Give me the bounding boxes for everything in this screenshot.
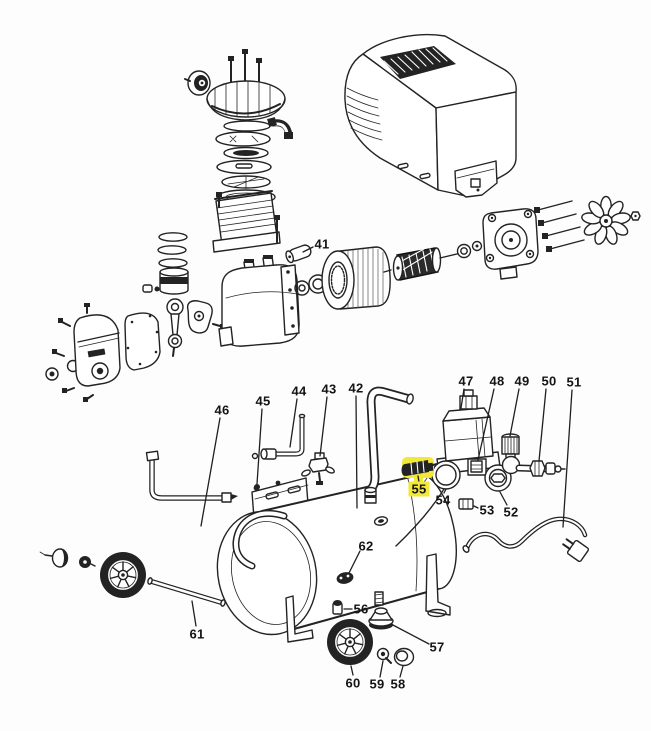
part-label-59[interactable]: 59 bbox=[369, 676, 385, 692]
plate-bolt bbox=[275, 480, 281, 486]
leader-line-50 bbox=[538, 388, 547, 462]
part-label-62[interactable]: 62 bbox=[358, 538, 374, 554]
leader-line-41 bbox=[302, 246, 314, 253]
regulator-49 bbox=[501, 433, 521, 475]
motor-end-bell bbox=[482, 208, 539, 280]
leader-line-54 bbox=[443, 488, 447, 494]
wheel-bolt-59 bbox=[376, 647, 392, 664]
leader-line-53 bbox=[473, 505, 479, 509]
part-label-49[interactable]: 49 bbox=[514, 373, 530, 389]
tank-bracket-left bbox=[285, 595, 314, 643]
part-label-41[interactable]: 41 bbox=[314, 236, 330, 252]
cylinder-head bbox=[206, 80, 286, 121]
manifold-arm-50 bbox=[515, 460, 566, 477]
air-filter bbox=[184, 70, 211, 96]
crankcase bbox=[218, 255, 300, 347]
part-label-50[interactable]: 50 bbox=[541, 373, 557, 389]
fitting-62 bbox=[336, 572, 354, 584]
cover-gasket bbox=[124, 312, 161, 371]
leader-line-55 bbox=[417, 475, 420, 483]
part-label-52[interactable]: 52 bbox=[503, 504, 519, 520]
cylinder-block bbox=[212, 190, 281, 253]
piston-rings bbox=[157, 232, 188, 268]
part-label-46[interactable]: 46 bbox=[214, 402, 230, 418]
part-label-56[interactable]: 56 bbox=[353, 601, 369, 617]
leader-line-60 bbox=[350, 665, 354, 676]
part-label-61[interactable]: 61 bbox=[189, 626, 205, 642]
axle-cap bbox=[39, 548, 69, 568]
right-wheel-60 bbox=[327, 619, 373, 665]
part-label-42[interactable]: 42 bbox=[348, 380, 364, 396]
drain-plug-56 bbox=[332, 600, 343, 615]
part-label-55[interactable]: 55 bbox=[408, 481, 430, 497]
part-label-44[interactable]: 44 bbox=[291, 383, 307, 399]
leader-line-44 bbox=[289, 398, 298, 448]
motor-shroud bbox=[344, 33, 517, 198]
leader-line-52 bbox=[499, 491, 508, 506]
axle-nut bbox=[79, 556, 96, 568]
rod-44 bbox=[251, 413, 306, 460]
plate-bolt bbox=[253, 485, 259, 491]
leader-line-58 bbox=[399, 665, 404, 678]
leader-line-62 bbox=[348, 550, 361, 574]
power-plug bbox=[562, 538, 590, 563]
drain-valve-43 bbox=[301, 452, 335, 485]
leader-line-48 bbox=[477, 388, 495, 461]
part-label-54[interactable]: 54 bbox=[435, 492, 451, 508]
crankshaft bbox=[186, 300, 225, 334]
leader-lines bbox=[191, 246, 573, 678]
left-wheel bbox=[100, 552, 146, 598]
tank-bracket-right bbox=[425, 553, 451, 618]
wheel-cap-58 bbox=[393, 647, 415, 667]
leader-line-47 bbox=[460, 388, 465, 409]
manifold-nut-48 bbox=[467, 458, 487, 476]
connecting-rod bbox=[166, 298, 184, 357]
copper-pipe-46 bbox=[145, 450, 238, 503]
part-label-60[interactable]: 60 bbox=[345, 675, 361, 691]
discharge-elbow bbox=[267, 117, 293, 139]
leader-line-45 bbox=[256, 408, 263, 485]
fan-nut bbox=[630, 211, 641, 221]
louvers bbox=[346, 87, 383, 141]
check-valve-55 bbox=[401, 460, 438, 476]
vent-grille bbox=[380, 46, 456, 79]
rubber-foot-57 bbox=[368, 591, 394, 630]
axle-rod-61 bbox=[147, 577, 226, 607]
part-label-53[interactable]: 53 bbox=[479, 502, 495, 518]
cooling-fan bbox=[581, 195, 631, 245]
rotor-bearing bbox=[456, 240, 483, 259]
part-label-45[interactable]: 45 bbox=[255, 393, 271, 409]
power-cord-51 bbox=[462, 516, 590, 563]
part-label-43[interactable]: 43 bbox=[321, 381, 337, 397]
leader-line-49 bbox=[509, 388, 520, 437]
shaft-washer bbox=[294, 280, 310, 296]
leader-line-43 bbox=[319, 396, 328, 457]
leader-line-42 bbox=[355, 395, 358, 509]
tank-handle-bracket bbox=[232, 510, 288, 570]
part-label-51[interactable]: 51 bbox=[566, 374, 582, 390]
sleeve-part-41 bbox=[285, 244, 312, 264]
leader-line-46 bbox=[200, 417, 221, 527]
part-label-48[interactable]: 48 bbox=[489, 373, 505, 389]
part-label-57[interactable]: 57 bbox=[429, 639, 445, 655]
part-label-58[interactable]: 58 bbox=[390, 676, 406, 692]
leader-line-57 bbox=[390, 623, 430, 645]
piston bbox=[142, 267, 189, 295]
leader-line-51 bbox=[562, 389, 573, 528]
handle-42 bbox=[364, 386, 414, 504]
part-label-47[interactable]: 47 bbox=[458, 373, 474, 389]
rotor bbox=[383, 247, 468, 281]
crankcase-cover bbox=[73, 314, 121, 387]
motor-bolts bbox=[534, 200, 585, 252]
stator bbox=[321, 246, 391, 310]
nut-53 bbox=[458, 498, 474, 510]
leader-line-59 bbox=[379, 660, 384, 678]
shroud-bracket bbox=[454, 160, 498, 198]
leader-line-61 bbox=[191, 600, 197, 627]
